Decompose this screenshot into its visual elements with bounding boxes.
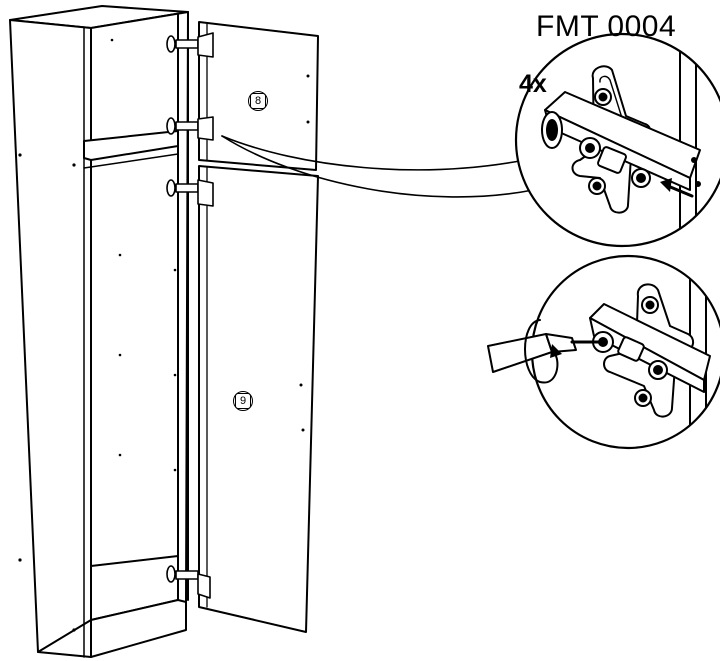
- quantity-label: 4x: [519, 70, 547, 98]
- screwdriver-icon: [488, 320, 600, 383]
- cabinet-plinth: [91, 600, 186, 657]
- cabinet-shelf: [84, 131, 178, 160]
- hinge-top: [167, 33, 213, 57]
- part-code-label: FMT 0004: [536, 10, 677, 43]
- cabinet: [10, 6, 188, 657]
- hinge-lower-middle: [167, 180, 213, 206]
- cabinet-left-side: [10, 20, 91, 657]
- panel-number-badge-upper: 8: [248, 91, 268, 111]
- hinge-bottom: [167, 566, 210, 598]
- panel-number: 8: [250, 93, 266, 109]
- callout-lines: [222, 136, 533, 197]
- cabinet-back-wall: [91, 12, 188, 620]
- detail-circle-screwdriver: [488, 250, 720, 450]
- detail-circle-hinge-mount: [516, 30, 720, 250]
- hinge-upper-middle: [167, 117, 213, 140]
- panel-number-badge-lower: 9: [233, 391, 253, 411]
- panel-number: 9: [235, 393, 251, 409]
- lower-door: [199, 166, 318, 632]
